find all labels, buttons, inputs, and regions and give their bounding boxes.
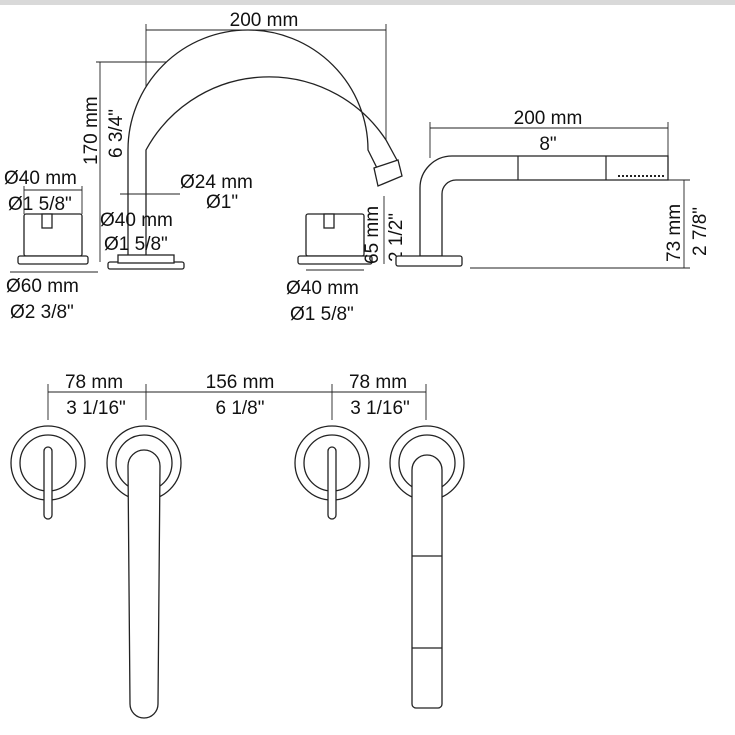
spout-dimension-labels: Ø24 mm Ø1" Ø40 mm Ø1 5/8" [100, 172, 253, 255]
left-handle [17, 213, 89, 265]
handle-height-mm: 65 mm [362, 206, 383, 264]
hand-shower-height-in: 2 7/8" [690, 207, 711, 256]
spout-tube-dia-mm: Ø24 mm [180, 172, 253, 193]
left-spacing-mm: 78 mm [65, 372, 123, 393]
right-handle-dia-in: Ø1 5/8" [290, 304, 354, 325]
elevation-view: 200 mm 8" 170 mm 6 3/4" Ø40 mm Ø1 5/8" Ø… [4, 10, 711, 325]
rosette-dimension: Ø60 mm Ø2 3/8" [6, 271, 98, 323]
left-handle-dimension: Ø40 mm Ø1 5/8" [4, 168, 83, 215]
left-handle-plan [10, 425, 86, 520]
spout-height-in: 6 3/4" [106, 109, 127, 158]
left-spacing-in: 3 1/16" [66, 398, 126, 419]
right-handle-dimension: Ø40 mm Ø1 5/8" [286, 269, 364, 325]
right-handle [297, 213, 373, 265]
hand-shower-width-in: 8" [539, 134, 556, 155]
handle-height-in: 2 1/2" [386, 213, 407, 262]
spout [107, 29, 403, 270]
center-spacing-mm: 156 mm [206, 372, 275, 393]
spout-plan [106, 425, 182, 719]
rosette-dia-mm: Ø60 mm [6, 276, 79, 297]
spacing-dimensions: 78 mm 3 1/16" 156 mm 6 1/8" 78 mm 3 1/16… [47, 372, 427, 420]
hand-shower-height-mm: 73 mm [664, 204, 685, 262]
hand-shower-width-mm: 200 mm [514, 108, 583, 129]
spout-base-dia-in: Ø1 5/8" [104, 234, 168, 255]
right-handle-plan [294, 425, 370, 520]
hand-shower-height-dimension: 73 mm 2 7/8" [470, 179, 711, 269]
rosette-dia-in: Ø2 3/8" [10, 302, 74, 323]
handle-height-dimension: 65 mm 2 1/2" [362, 196, 407, 264]
right-spacing-mm: 78 mm [349, 372, 407, 393]
hand-shower-plan [389, 425, 465, 709]
left-handle-dia-in: Ø1 5/8" [8, 194, 72, 215]
center-spacing-in: 6 1/8" [215, 398, 264, 419]
hand-shower [395, 155, 669, 267]
left-handle-dia-mm: Ø40 mm [4, 168, 77, 189]
hand-shower-width-dimension: 200 mm 8" [429, 108, 669, 158]
plan-view: 78 mm 3 1/16" 156 mm 6 1/8" 78 mm 3 1/16… [10, 372, 465, 719]
right-handle-dia-mm: Ø40 mm [286, 278, 359, 299]
right-spacing-in: 3 1/16" [350, 398, 410, 419]
spout-width-mm: 200 mm [230, 10, 299, 31]
spout-tube-dia-in: Ø1" [206, 192, 238, 213]
spout-base-dia-mm: Ø40 mm [100, 210, 173, 231]
spout-height-dimension: 170 mm 6 3/4" [81, 61, 250, 262]
top-border [0, 0, 735, 5]
spout-height-mm: 170 mm [81, 96, 102, 165]
